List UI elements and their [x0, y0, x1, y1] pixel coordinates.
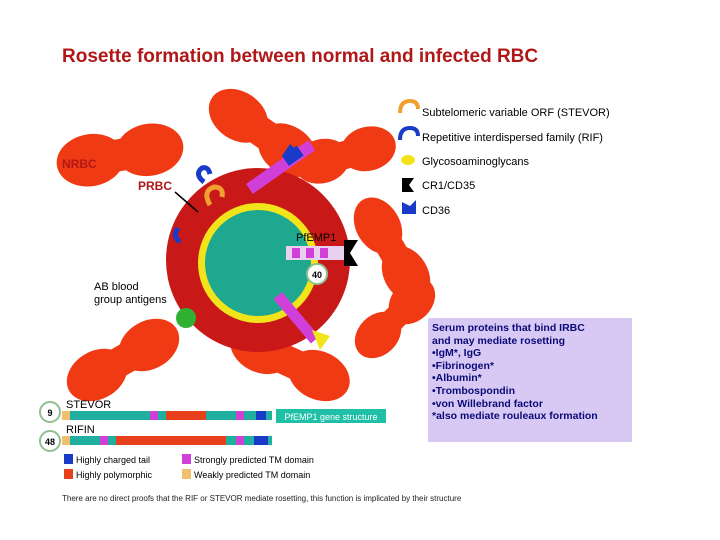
stevor-hook-icon — [398, 98, 420, 114]
rifin-gene-bar — [62, 436, 272, 445]
cd36-icon — [402, 200, 416, 214]
gene-structure-box — [276, 409, 386, 423]
badge-center-text: 40 — [312, 270, 322, 280]
pfemp1-chain-lower — [273, 292, 330, 350]
ab-antigen-icon — [176, 308, 196, 328]
nrbc-cell — [294, 126, 396, 184]
rif-hook-icon — [196, 165, 213, 184]
serum-item: •IgM*, IgG — [432, 347, 482, 360]
stevor-gene-bar — [62, 411, 272, 420]
legend-label-rif: Repetitive interdispersed family (RIF) — [422, 132, 603, 144]
badge-rifin-icon — [39, 430, 61, 452]
swatch-weak-tm — [182, 469, 191, 479]
serum-title-1: Serum proteins that bind IRBC — [432, 322, 585, 334]
prbc-label: PRBC — [138, 179, 172, 193]
serum-item: •Trombospondin — [432, 384, 516, 397]
footnote: There are no direct proofs that the RIF … — [62, 494, 462, 503]
ab-antigens-label-1: AB blood — [94, 281, 139, 293]
bottom-legend-label: Highly polymorphic — [76, 470, 153, 480]
legend-label-stevor: Subtelomeric variable ORF (STEVOR) — [422, 107, 610, 119]
cd36-receptor-icon — [282, 144, 298, 162]
serum-item: •von Willebrand factor — [432, 397, 543, 410]
legend: Subtelomeric variable ORF (STEVOR) Repet… — [398, 98, 610, 217]
serum-proteins-box: Serum proteins that bind IRBC and may me… — [428, 318, 632, 442]
prbc-nucleus — [205, 210, 311, 316]
bottom-legend-label: Weakly predicted TM domain — [194, 470, 310, 480]
swatch-polymorphic — [64, 469, 73, 479]
cr1-icon — [402, 178, 414, 192]
swatch-strong-tm — [182, 454, 191, 464]
nrbc-cell — [354, 277, 436, 359]
nrbc-cell — [66, 318, 180, 402]
rif-hook-icon — [398, 125, 420, 141]
nrbc-group — [56, 88, 436, 402]
pfemp1-chain-right — [286, 240, 358, 266]
badge-stevor-text: 9 — [47, 408, 52, 418]
ab-antigens-label-2: group antigens — [94, 294, 167, 306]
legend-label-cr1: CR1/CD35 — [422, 180, 475, 192]
legend-label-gag: Glycosoaminoglycans — [422, 156, 529, 168]
badge-center-icon — [306, 263, 328, 285]
badge-stevor-icon — [39, 401, 61, 423]
bottom-legend-label: Strongly predicted TM domain — [194, 455, 314, 465]
rif-hook-icon — [172, 226, 182, 244]
rifin-gene-label: RIFIN — [66, 424, 95, 436]
pfemp1-label: PfEMP1 — [296, 232, 336, 244]
nrbc-label: NRBC — [62, 157, 97, 171]
stevor-hook-icon — [204, 184, 225, 207]
badge-rifin-text: 48 — [45, 437, 55, 447]
nrbc-cell — [353, 197, 431, 303]
bottom-legend: Highly charged tail Highly polymorphic S… — [64, 454, 314, 480]
gag-icon — [401, 155, 415, 165]
serum-note: *also mediate rouleaux formation — [432, 410, 598, 423]
nrbc-cell — [56, 123, 184, 187]
nrbc-cell — [208, 88, 318, 178]
page-title: Rosette formation between normal and inf… — [62, 46, 539, 67]
bottom-legend-label: Highly charged tail — [76, 455, 150, 465]
serum-item: •Albumin* — [432, 372, 482, 385]
swatch-charged-tail — [64, 454, 73, 464]
stevor-gene-label: STEVOR — [66, 399, 111, 411]
serum-title-2: and may mediate rosetting — [432, 334, 566, 347]
prbc-pointer — [174, 191, 199, 213]
gene-structure-label: PfEMP1 gene structure — [284, 412, 377, 422]
serum-item: •Fibrinogen* — [432, 359, 495, 372]
legend-label-cd36: CD36 — [422, 205, 450, 217]
